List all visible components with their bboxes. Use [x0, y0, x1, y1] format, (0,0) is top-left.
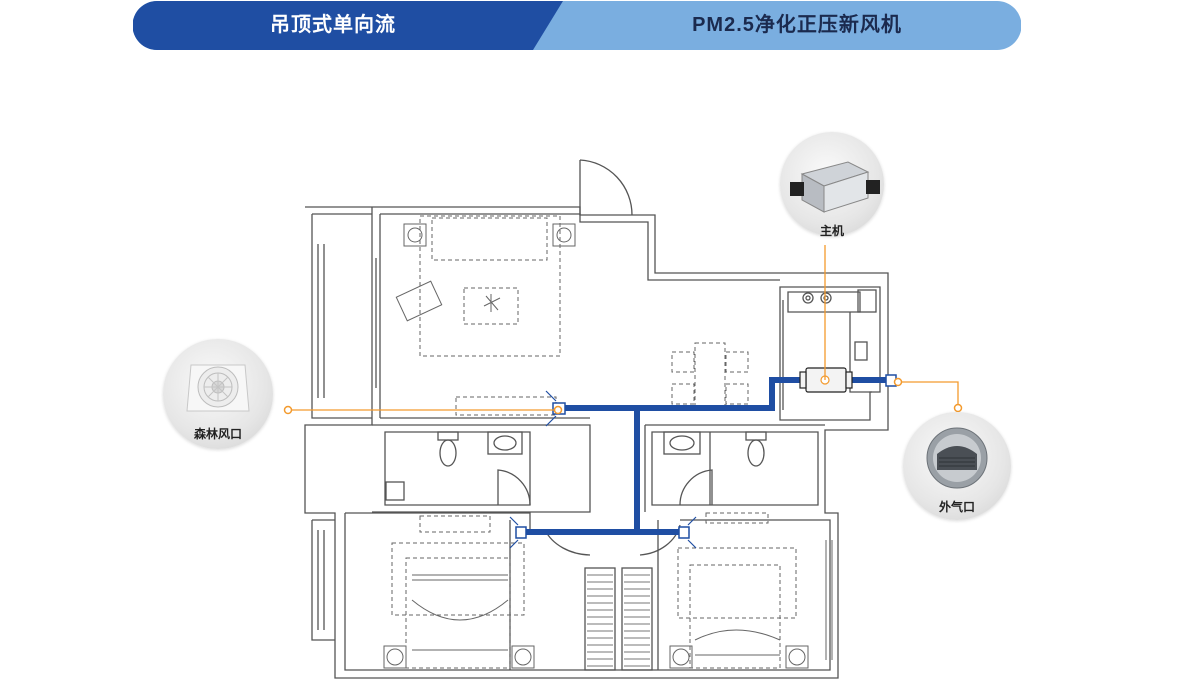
outdoor-vent-callout: 外气口	[903, 412, 1011, 520]
outdoor-vent-icon	[926, 427, 988, 489]
header-background	[133, 1, 1021, 50]
header-banner: 吊顶式单向流 PM2.5净化正压新风机	[133, 1, 1021, 50]
wardrobe-hatch	[587, 574, 650, 667]
fresh-air-duct	[520, 377, 890, 535]
plan-main-unit	[799, 367, 853, 393]
forest-vent-callout: 森林风口	[163, 339, 273, 449]
furniture	[391, 215, 797, 669]
forest-vent-label: 森林风口	[193, 427, 242, 441]
main-unit-callout: 主机	[780, 132, 884, 238]
forest-vent-icon	[186, 364, 250, 412]
plan-vents	[515, 374, 897, 539]
main-unit-label: 主机	[819, 224, 844, 238]
walls	[304, 159, 889, 679]
outdoor-vent-label: 外气口	[938, 500, 975, 514]
header-right-title: PM2.5净化正压新风机	[692, 14, 902, 36]
header-left-title: 吊顶式单向流	[270, 14, 396, 36]
main-unit-icon	[790, 161, 880, 213]
leader-lines	[288, 245, 959, 411]
